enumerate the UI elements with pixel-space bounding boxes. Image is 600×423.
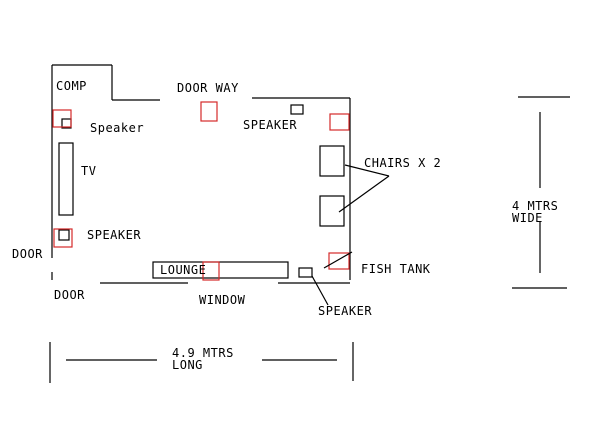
speaker-top	[290, 104, 304, 115]
chair-top	[319, 145, 345, 177]
chair-bottom	[319, 195, 345, 227]
marker-left-bottom	[53, 228, 73, 248]
window-label: WINDOW	[199, 293, 246, 307]
door-left-label: DOOR	[12, 247, 43, 261]
fish-tank-label: FISH TANK	[361, 262, 431, 276]
door-way-label: DOOR WAY	[177, 81, 239, 95]
chairs-label: CHAIRS X 2	[364, 156, 441, 170]
width-value-label: 4 MTRS	[512, 199, 558, 213]
tv-label: TV	[81, 164, 96, 178]
speaker-left-bottom	[58, 229, 70, 241]
speaker-left-top-label: Speaker	[90, 121, 144, 135]
door-bottom-label: DOOR	[54, 288, 85, 302]
marker-doorway	[200, 101, 218, 122]
room-walls	[51, 64, 351, 284]
length-value-label: 4.9 MTRS	[172, 346, 234, 360]
dimension-length	[49, 342, 354, 383]
width-word-label: WIDE	[512, 211, 543, 225]
marker-fish-tank	[328, 252, 350, 270]
lounge-label: LOUNGE	[160, 263, 206, 277]
marker-left-top	[52, 109, 72, 128]
pointer-lines	[311, 164, 390, 306]
dimension-width	[512, 96, 570, 289]
length-word-label: LONG	[172, 358, 203, 372]
marker-lounge	[202, 261, 220, 281]
speaker-bottom	[298, 267, 313, 278]
speaker-left-bottom-label: SPEAKER	[87, 228, 141, 242]
speaker-top-label: SPEAKER	[243, 118, 297, 132]
lounge-sofa	[152, 261, 289, 279]
comp-label: COMP	[56, 79, 87, 93]
tv-unit	[58, 142, 74, 216]
marker-right-top	[329, 113, 350, 131]
speaker-bottom-label: SPEAKER	[318, 304, 372, 318]
